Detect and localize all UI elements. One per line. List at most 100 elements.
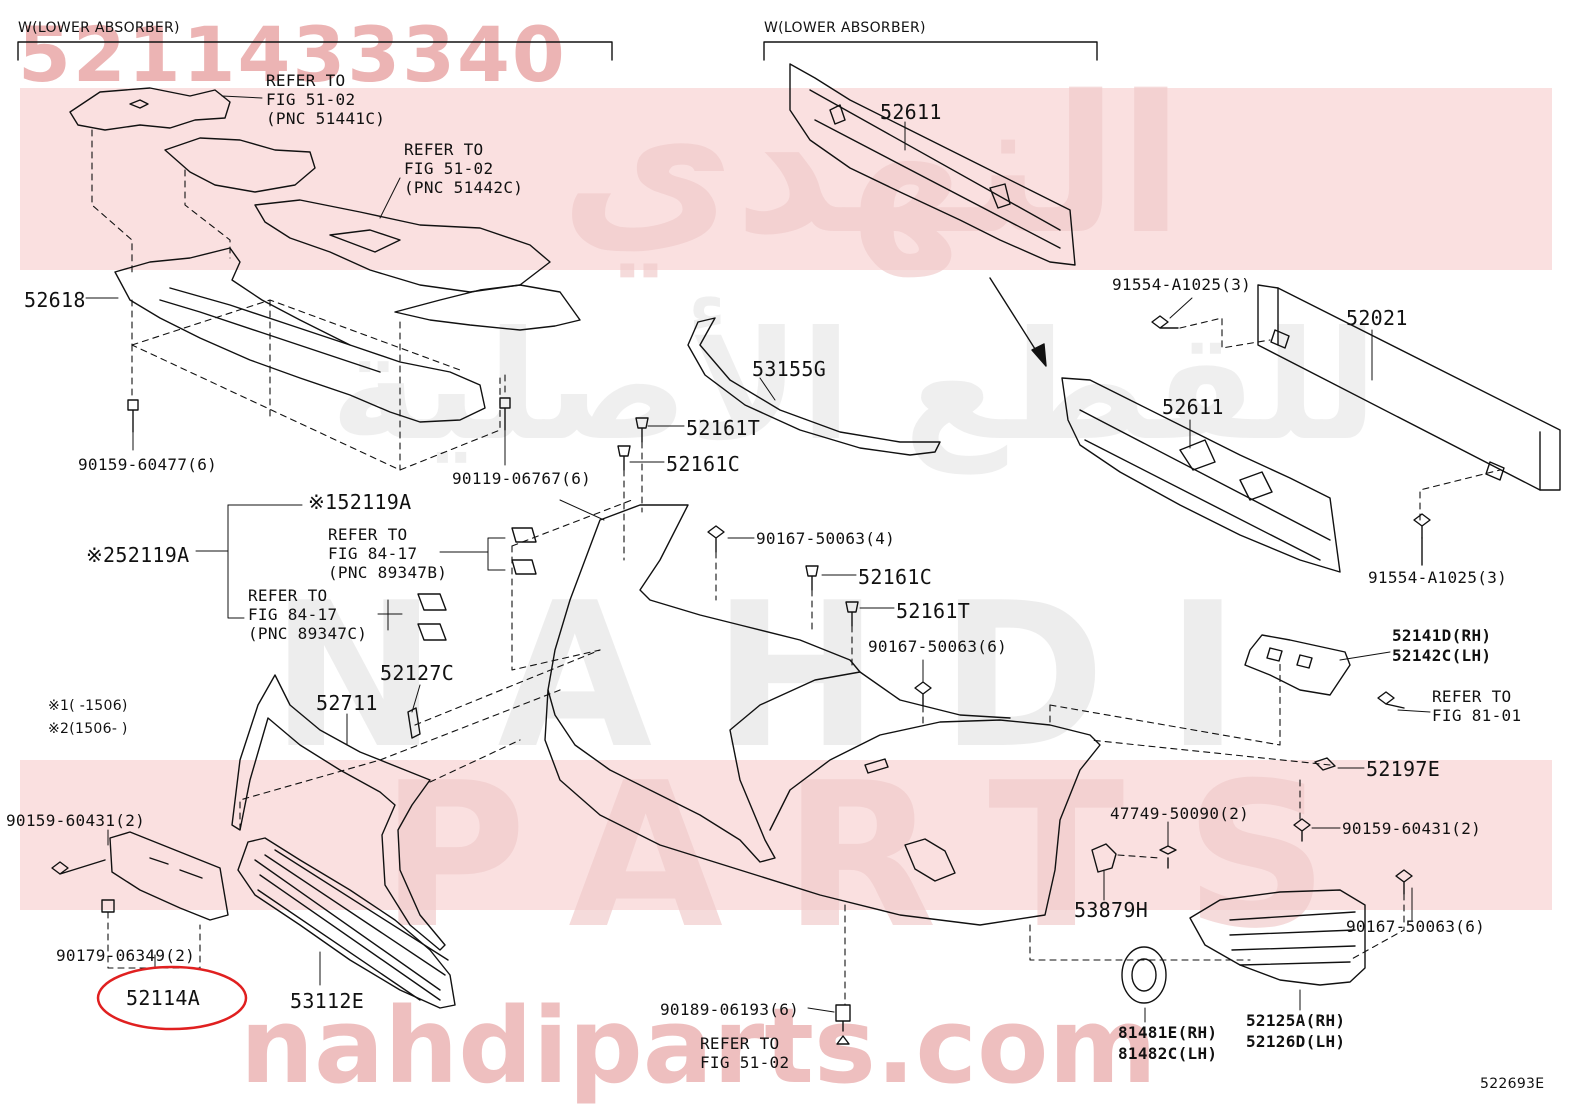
assembly-lines-center	[623, 441, 1405, 1006]
engine-under-cover-main	[254, 199, 581, 331]
clip-52197e	[1314, 757, 1336, 771]
assembly-lines-reinforcement	[1179, 317, 1501, 521]
refer-line: FIG 84-17	[328, 544, 418, 563]
part-label-52114a: 52114A	[126, 986, 201, 1010]
bolt-90159-60431-left	[51, 859, 106, 875]
refer-line: REFER TO	[1432, 687, 1512, 706]
watermark-arabic-brand: النهدي	[560, 55, 1184, 276]
refer-line: REFER TO	[328, 525, 408, 544]
part-52711-grille-frame	[231, 674, 446, 951]
part-label-52142c: 52142C(LH)	[1392, 646, 1492, 665]
part-label-52119a-1: ※152119A	[308, 490, 412, 514]
part-label-52197e: 52197E	[1366, 757, 1441, 781]
part-label-52611-mid: 52611	[1162, 395, 1224, 419]
watermark-site: nahdiparts.com	[240, 985, 1157, 1107]
part-label-52021: 52021	[1346, 306, 1408, 330]
part-52114a-bracket	[109, 831, 229, 921]
part-label-52125a: 52125A(RH)	[1246, 1011, 1346, 1030]
part-label-90159-60431-right: 90159-60431(2)	[1342, 819, 1482, 838]
clip-52127c	[407, 707, 421, 739]
header-lower-absorber-right: W(LOWER ABSORBER)	[764, 20, 926, 36]
watermark-band-top	[20, 88, 1552, 270]
refer-line: REFER TO	[266, 71, 346, 90]
part-81481e-fog-cover	[1121, 946, 1167, 1004]
clip-90179-06349	[101, 899, 115, 913]
part-label-52161c-1: 52161C	[666, 452, 741, 476]
part-label-90179-06349: 90179-06349(2)	[56, 946, 196, 965]
part-label-52161t-2: 52161T	[896, 599, 971, 623]
arrow-down	[989, 277, 1047, 367]
part-53155g-molding	[687, 317, 941, 456]
refer-line: REFER TO	[700, 1034, 780, 1053]
leaders-upper-right	[904, 121, 1373, 449]
refer-line: FIG 84-17	[248, 605, 338, 624]
clip-90189-06193	[835, 1004, 851, 1045]
refer-label-51442c: REFER TO FIG 51-02 (PNC 51442C)	[404, 140, 523, 197]
assembly-lines-left	[107, 499, 633, 969]
watermark-nahdi: NAHDI	[270, 560, 1300, 793]
part-label-81482c: 81482C(LH)	[1118, 1044, 1218, 1063]
refer-line: (PNC 89347C)	[248, 624, 368, 643]
part-label-52161c-2: 52161C	[858, 565, 933, 589]
bolts-90167-50063	[707, 525, 1413, 895]
refer-label-81-01: REFER TO FIG 81-01	[1432, 687, 1521, 725]
bolt-ref-81-01	[1377, 691, 1405, 709]
part-label-90167-50063-6a: 90167-50063(6)	[868, 637, 1008, 656]
lower-absorber-bracket-right	[763, 41, 1098, 61]
part-label-53879h: 53879H	[1074, 898, 1149, 922]
part-label-47749-50090: 47749-50090(2)	[1110, 804, 1250, 823]
bumper-cover	[544, 504, 1101, 926]
refer-line: (PNC 51441C)	[266, 109, 386, 128]
part-label-52126d: 52126D(LH)	[1246, 1032, 1346, 1051]
assembly-lines-upper-left	[91, 129, 506, 471]
bolt-91554-top	[1151, 315, 1179, 329]
part-label-90119-06767: 90119-06767(6)	[452, 469, 592, 488]
watermark-parts: PARTS	[380, 740, 1389, 973]
leaders-center	[559, 377, 1431, 1023]
refer-label-89347b: REFER TO FIG 84-17 (PNC 89347B)	[328, 525, 447, 582]
part-label-90159-60431-left: 90159-60431(2)	[6, 811, 146, 830]
refer-line: (PNC 89347B)	[328, 563, 448, 582]
part-label-52161t-1: 52161T	[686, 416, 761, 440]
bolt-90119-06767	[499, 397, 511, 431]
refer-label-89347c: REFER TO FIG 84-17 (PNC 89347C)	[248, 586, 367, 643]
part-label-52618: 52618	[24, 288, 86, 312]
header-lower-absorber-left: W(LOWER ABSORBER)	[18, 20, 180, 36]
part-52611-absorber-lower	[1061, 377, 1341, 573]
part-label-91554-bottom: 91554-A1025(3)	[1368, 568, 1508, 587]
refer-line: (PNC 51442C)	[404, 178, 524, 197]
refer-line: REFER TO	[248, 586, 328, 605]
part-label-90167-50063-6b: 90167-50063(6)	[1346, 917, 1486, 936]
part-label-90167-50063-4: 90167-50063(4)	[756, 529, 896, 548]
grille-clips-89347	[417, 527, 537, 641]
note-2: ※2(1506- )	[48, 721, 128, 737]
refer-label-51441c: REFER TO FIG 51-02 (PNC 51441C)	[266, 71, 385, 128]
part-label-81481e: 81481E(RH)	[1118, 1023, 1218, 1042]
refer-line: FIG 81-01	[1432, 706, 1522, 725]
part-52021-reinforcement	[1257, 284, 1561, 491]
part-label-52127c: 52127C	[380, 661, 455, 685]
part-label-90159-60477: 90159-60477(6)	[78, 455, 218, 474]
part-label-53155g: 53155G	[752, 357, 827, 381]
part-label-90189-06193: 90189-06193(6)	[660, 1000, 800, 1019]
part-53879h-retainer	[1091, 843, 1177, 873]
refer-bracket-89347	[195, 504, 506, 631]
part-label-53112e: 53112E	[290, 989, 365, 1013]
figure-id: 522693E	[1480, 1076, 1545, 1092]
refer-line: REFER TO	[404, 140, 484, 159]
part-52618-under-cover	[114, 247, 486, 423]
part-label-52711: 52711	[316, 691, 378, 715]
leaders-upper-left	[85, 95, 506, 466]
refer-line: FIG 51-02	[700, 1053, 790, 1072]
bolt-90159-60477	[127, 399, 139, 433]
lower-absorber-bracket-left	[17, 41, 613, 61]
refer-line: FIG 51-02	[404, 159, 494, 178]
part-label-52119a-2: ※252119A	[86, 543, 190, 567]
clips-52161	[617, 417, 859, 627]
highlight-ring	[96, 965, 248, 1031]
watermark-part-number: 5211433340	[18, 10, 567, 99]
note-1: ※1( -1506)	[48, 698, 128, 714]
bolt-91554-bottom	[1413, 513, 1431, 566]
part-52611-absorber-upper	[789, 63, 1076, 266]
